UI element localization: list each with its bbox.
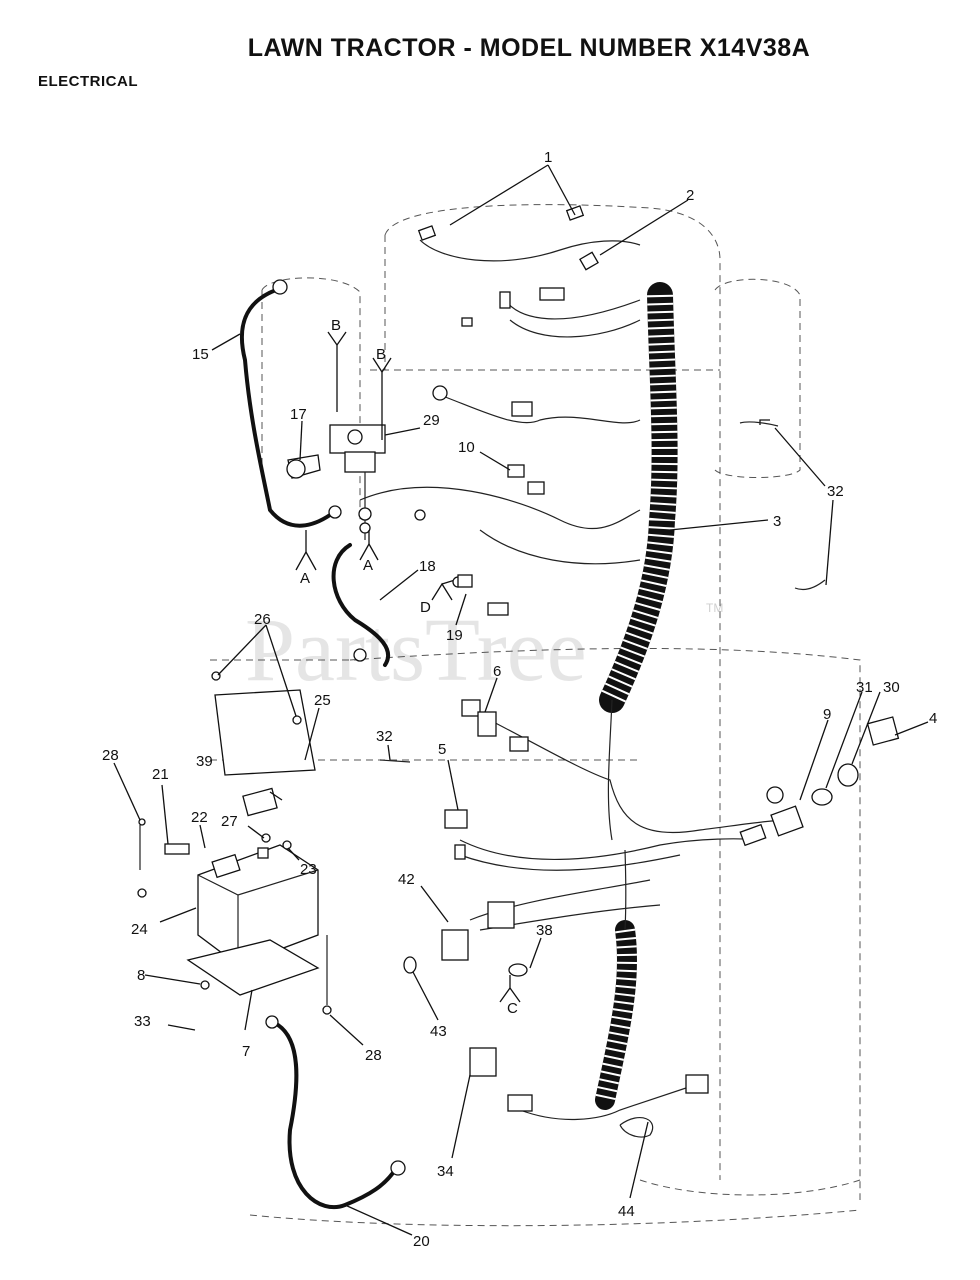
callout-25: 25 bbox=[314, 692, 331, 709]
callout-17: 17 bbox=[290, 406, 307, 423]
callout-2: 2 bbox=[686, 187, 694, 204]
callout-23: 23 bbox=[300, 861, 317, 878]
callout-19: 19 bbox=[446, 627, 463, 644]
callout-34: 34 bbox=[437, 1163, 454, 1180]
ref-c: C bbox=[507, 1000, 518, 1017]
callout-39: 39 bbox=[196, 753, 213, 770]
callout-32-right: 32 bbox=[827, 483, 844, 500]
battery-cable-15 bbox=[239, 288, 332, 528]
callout-7: 7 bbox=[242, 1043, 250, 1060]
callout-22: 22 bbox=[191, 809, 208, 826]
watermark-tm: TM bbox=[706, 601, 723, 615]
callout-29: 29 bbox=[423, 412, 440, 429]
callout-15: 15 bbox=[192, 346, 209, 363]
callout-27: 27 bbox=[221, 813, 238, 830]
ref-d: D bbox=[420, 599, 431, 616]
callout-28-top: 28 bbox=[102, 747, 119, 764]
ref-a-right: A bbox=[363, 557, 373, 574]
conduit-lower bbox=[595, 920, 638, 1110]
wiring-harness bbox=[359, 239, 791, 1121]
ref-b-left: B bbox=[331, 317, 341, 334]
reference-symbols: A A B B C D bbox=[295, 317, 521, 1017]
callout-43: 43 bbox=[430, 1023, 447, 1040]
callout-38: 38 bbox=[536, 922, 553, 939]
callout-44: 44 bbox=[618, 1203, 635, 1220]
callout-3: 3 bbox=[773, 513, 781, 530]
cable-terminal bbox=[272, 279, 288, 295]
callout-31: 31 bbox=[856, 679, 873, 696]
callout-42: 42 bbox=[398, 871, 415, 888]
connectors bbox=[379, 205, 900, 1138]
cable-terminal bbox=[390, 1160, 406, 1176]
callout-26: 26 bbox=[254, 611, 271, 628]
section-label: ELECTRICAL bbox=[38, 73, 138, 90]
conduit-3 bbox=[599, 282, 678, 713]
callout-numbers: 1 2 3 4 5 6 7 8 9 10 15 17 18 19 20 21 2… bbox=[102, 149, 937, 1250]
ref-a-left: A bbox=[300, 570, 310, 587]
cable-20 bbox=[276, 1023, 397, 1210]
callout-33: 33 bbox=[134, 1013, 151, 1030]
cable-terminal bbox=[328, 505, 342, 519]
callout-9: 9 bbox=[823, 706, 831, 723]
callout-8: 8 bbox=[137, 967, 145, 984]
callout-10: 10 bbox=[458, 439, 475, 456]
frame-outlines bbox=[210, 204, 861, 1227]
callout-18: 18 bbox=[419, 558, 436, 575]
cable-18 bbox=[331, 543, 391, 667]
callout-32-left: 32 bbox=[376, 728, 393, 745]
callout-24: 24 bbox=[131, 921, 148, 938]
callout-30: 30 bbox=[883, 679, 900, 696]
callout-1: 1 bbox=[544, 149, 552, 166]
page-title: LAWN TRACTOR - MODEL NUMBER X14V38A bbox=[247, 34, 811, 62]
battery-assembly bbox=[137, 671, 332, 1015]
cable-terminal bbox=[265, 1015, 279, 1029]
ref-b-right: B bbox=[376, 346, 386, 363]
callout-21: 21 bbox=[152, 766, 169, 783]
callout-6: 6 bbox=[493, 663, 501, 680]
leader-lines bbox=[113, 164, 929, 1236]
solenoid-assembly bbox=[286, 424, 386, 540]
cable-terminal bbox=[353, 648, 367, 662]
callout-28-bottom: 28 bbox=[365, 1047, 382, 1064]
callout-5: 5 bbox=[438, 741, 446, 758]
callout-20: 20 bbox=[413, 1233, 430, 1250]
callout-4: 4 bbox=[929, 710, 937, 727]
